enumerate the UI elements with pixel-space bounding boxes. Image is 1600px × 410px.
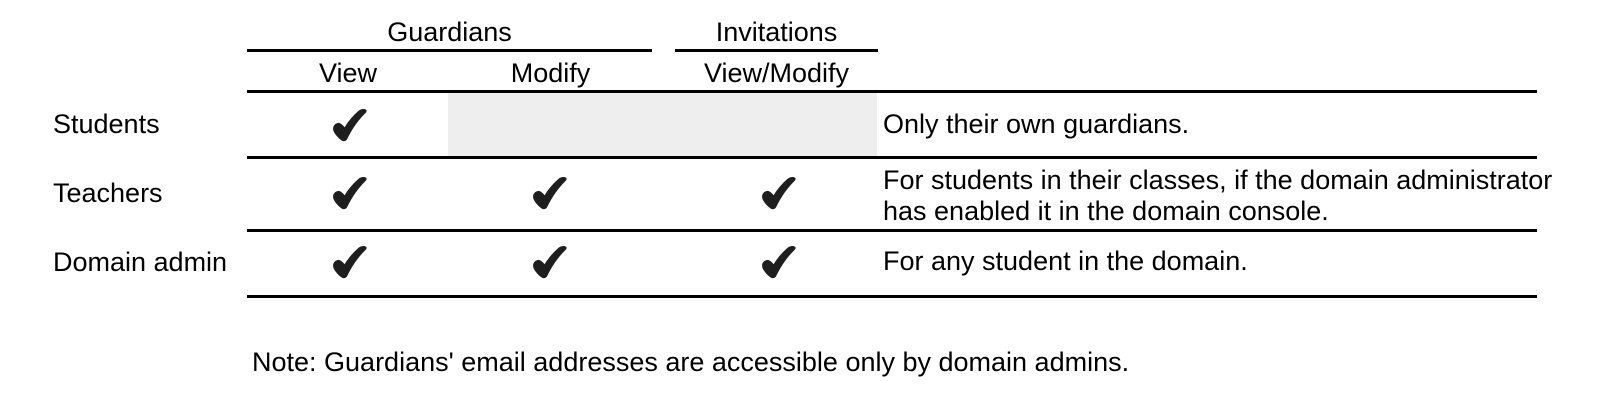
note-teachers: For students in their classes, if the do… xyxy=(883,165,1552,227)
checkmark-icon xyxy=(328,175,368,211)
column-group-invitations: Invitations xyxy=(715,17,838,47)
checkmark-icon xyxy=(328,244,368,280)
note-line: Only their own guardians. xyxy=(883,109,1190,139)
teachers-row-bottom-rule xyxy=(247,229,1537,232)
column-header-guardians-view: View xyxy=(318,58,378,88)
checkmark-icon xyxy=(528,244,568,280)
note-line: For students in their classes, if the do… xyxy=(883,165,1553,195)
domain-admin-row-bottom-rule xyxy=(247,295,1537,298)
checkmark-icon xyxy=(328,107,368,143)
column-group-guardians: Guardians xyxy=(387,17,512,47)
note-line: has enabled it in the domain console. xyxy=(883,196,1329,226)
row-label-students: Students xyxy=(53,109,160,139)
guardians-group-underline xyxy=(247,49,652,52)
checkmark-icon xyxy=(528,175,568,211)
column-header-invitations-view-modify: View/Modify xyxy=(703,58,850,88)
row-label-teachers: Teachers xyxy=(53,178,163,208)
header-bottom-rule xyxy=(247,90,1537,93)
students-disabled-cells xyxy=(448,93,877,156)
invitations-group-underline xyxy=(675,49,878,52)
note-line: For any student in the domain. xyxy=(883,246,1248,276)
row-label-domain-admin: Domain admin xyxy=(53,247,228,277)
column-header-guardians-modify: Modify xyxy=(510,58,591,88)
note-students: Only their own guardians. xyxy=(883,109,1189,140)
checkmark-icon xyxy=(757,244,797,280)
note-domain-admin: For any student in the domain. xyxy=(883,246,1248,277)
footnote: Note: Guardians' email addresses are acc… xyxy=(252,347,1130,377)
checkmark-icon xyxy=(757,175,797,211)
students-row-bottom-rule xyxy=(247,156,1537,159)
